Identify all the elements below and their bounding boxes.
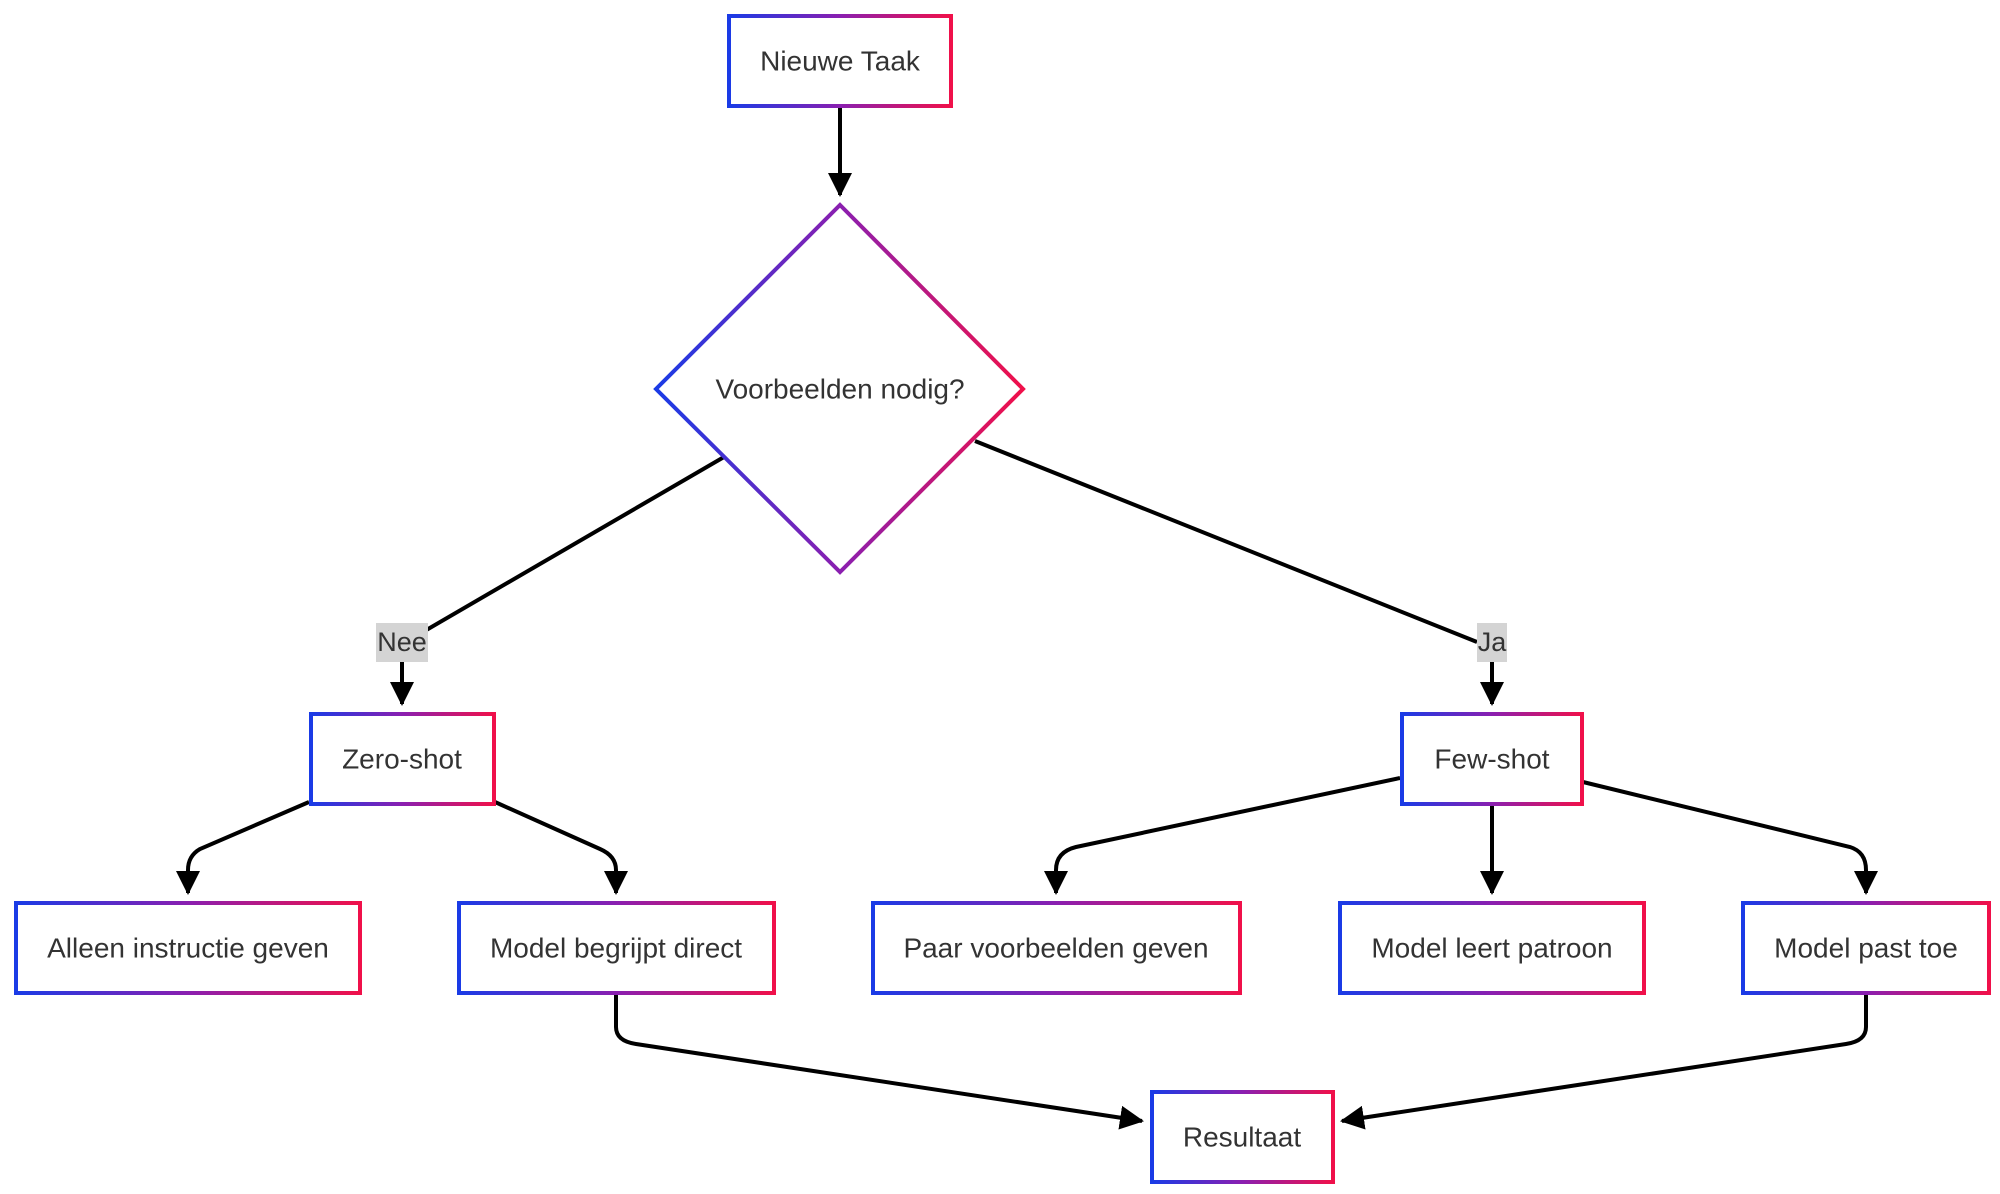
edge-applies-to-result <box>1340 994 1868 1130</box>
node-decision-diamond <box>653 202 1026 575</box>
node-few-shot-label: Few-shot <box>1434 744 1549 775</box>
node-applies-box <box>1741 901 1991 995</box>
edge-decision-to-zero-shot <box>402 455 726 645</box>
node-few-shot: Few-shot <box>1400 712 1584 806</box>
node-start-label: Nieuwe Taak <box>760 46 921 77</box>
node-give-examples-box <box>871 901 1242 995</box>
edge-decision-to-few-shot <box>974 439 1478 644</box>
edge-understands-to-result <box>614 994 1144 1130</box>
node-instruction-only: Alleen instructie geven <box>14 901 362 995</box>
node-zero-shot-label: Zero-shot <box>342 744 462 775</box>
node-applies: Model past toe <box>1741 901 1991 995</box>
edge-zero-shot-to-understands <box>494 800 628 895</box>
node-understands-direct-box <box>457 901 776 995</box>
edge-label-no: Nee <box>376 623 428 662</box>
node-zero-shot: Zero-shot <box>309 712 496 806</box>
node-learns-pattern-box <box>1338 901 1646 995</box>
edges <box>176 107 1878 1130</box>
node-result: Resultaat <box>1150 1090 1335 1184</box>
node-understands-direct: Model begrijpt direct <box>457 901 776 995</box>
node-result-label: Resultaat <box>1183 1122 1302 1153</box>
edge-label-yes-text: Ja <box>1478 627 1508 657</box>
edge-label-no-background <box>376 623 428 662</box>
node-decision: Voorbeelden nodig? <box>653 202 1026 575</box>
edge-zero-shot-to-instruction <box>176 800 310 895</box>
edge-few-shot-to-applies <box>1582 780 1878 895</box>
node-instruction-only-box <box>14 901 362 995</box>
node-applies-label: Model past toe <box>1774 933 1958 964</box>
node-give-examples: Paar voorbeelden geven <box>871 901 1242 995</box>
node-give-examples-label: Paar voorbeelden geven <box>903 933 1208 964</box>
edge-label-no-text: Nee <box>377 627 427 657</box>
edge-few-shot-to-examples <box>1044 776 1401 895</box>
node-decision-label: Voorbeelden nodig? <box>715 374 964 405</box>
node-start: Nieuwe Taak <box>727 14 953 108</box>
edge-label-yes: Ja <box>1477 623 1507 662</box>
node-learns-pattern: Model leert patroon <box>1338 901 1646 995</box>
node-understands-direct-label: Model begrijpt direct <box>490 933 742 964</box>
edge-label-yes-background <box>1477 623 1507 662</box>
node-instruction-only-label: Alleen instructie geven <box>47 933 329 964</box>
node-result-box <box>1150 1090 1335 1184</box>
node-learns-pattern-label: Model leert patroon <box>1371 933 1612 964</box>
node-zero-shot-box <box>309 712 496 806</box>
node-few-shot-box <box>1400 712 1584 806</box>
node-start-box <box>727 14 953 108</box>
